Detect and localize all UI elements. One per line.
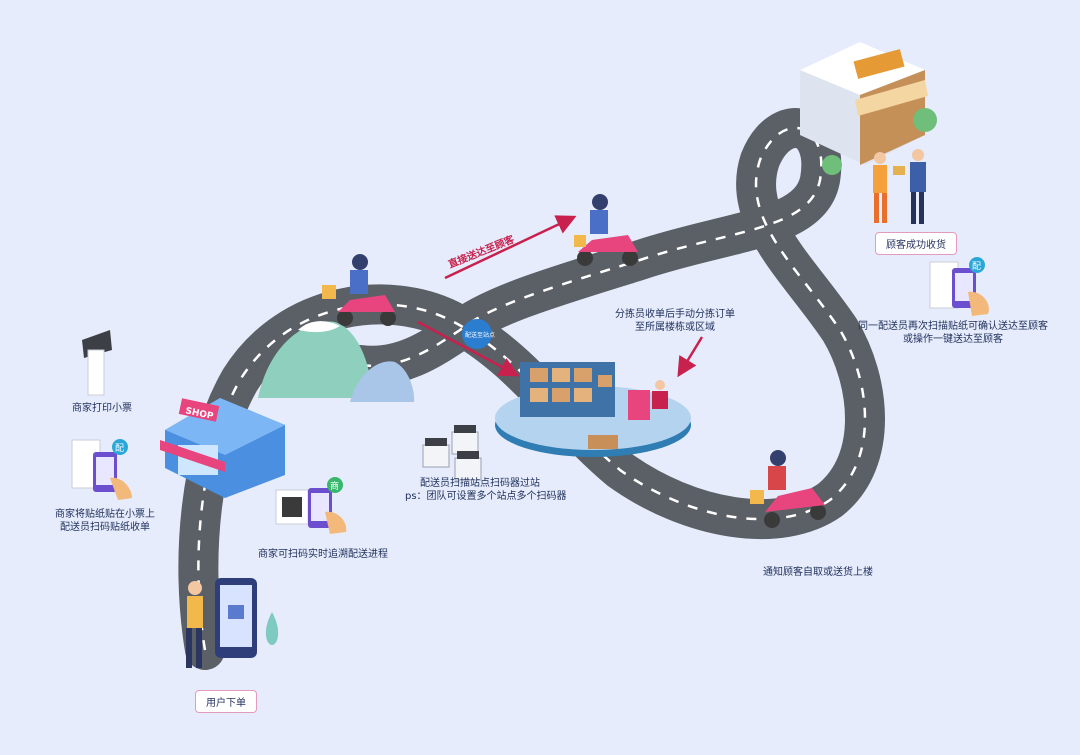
- handover-people: [873, 149, 926, 224]
- sorter-label-2: 至所属楼栋或区域: [635, 322, 715, 333]
- notify-label: 通知顾客自取或送货上楼: [763, 567, 873, 578]
- scooter-1: [322, 254, 396, 326]
- shang-badge-text: 商: [330, 480, 339, 492]
- pei-badge-left-text: 配: [115, 443, 124, 454]
- user-with-phone: [186, 578, 279, 668]
- road: [178, 108, 885, 670]
- merchant-stick-label-2: 配送员扫码贴纸收单: [60, 522, 150, 533]
- scooter-3: [750, 450, 826, 528]
- confirm-scan-label-2: 或操作一键送达至顾客: [903, 334, 1003, 345]
- station-badge: 配送至站点: [462, 319, 495, 349]
- station-scan-ps-label: ps：团队可设置多个站点多个扫码器: [405, 491, 567, 502]
- customer-received-tag: 顾客成功收货: [875, 232, 957, 255]
- receipt-scan-icon: [71, 439, 132, 500]
- merchant-track-label: 商家可扫码实时追溯配送进程: [258, 549, 388, 560]
- sorter-label: 分拣员收单后手动分拣订单: [615, 309, 735, 320]
- user-order-tag: 用户下单: [195, 690, 257, 713]
- merchant-stick-label: 商家将贴纸贴在小票上: [55, 509, 155, 520]
- merchant-print-label: 商家打印小票: [72, 403, 132, 414]
- station-badge-text: 配送至站点: [465, 331, 495, 339]
- merchant-track-icon: [275, 488, 347, 534]
- pei-badge-right-text: 配: [972, 261, 981, 272]
- hills: [258, 321, 415, 402]
- direct-delivery-label: 直接送达至顾客: [446, 232, 517, 271]
- confirm-scan-label: 同一配送员再次扫描贴纸可确认送达至顾客: [858, 321, 1048, 332]
- shang-badge: 商: [327, 477, 343, 493]
- pei-badge-left: 配: [112, 439, 128, 455]
- confirm-scan-icon: [929, 261, 989, 316]
- station-scan-label: 配送员扫描站点扫码器过站: [420, 478, 540, 489]
- scooter-2: [574, 194, 638, 266]
- flow-arrows: [417, 215, 704, 378]
- pei-badge-right: 配: [969, 257, 985, 273]
- shop-building: SHOP: [160, 398, 285, 498]
- customer-building: [800, 42, 937, 175]
- scanner-devices: [422, 425, 482, 481]
- sorting-station: [495, 362, 691, 457]
- printer-icon: [82, 330, 112, 396]
